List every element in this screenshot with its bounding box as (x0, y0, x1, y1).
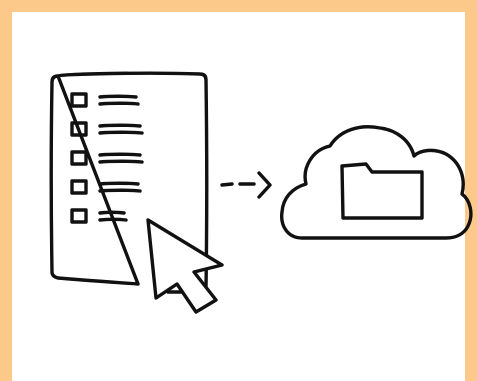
checkbox-icon (72, 210, 86, 222)
checkbox-icon (72, 181, 86, 193)
mouse-cursor-icon (148, 220, 222, 312)
folder-icon (342, 164, 422, 218)
list-text-line (100, 96, 138, 104)
list-text-line (100, 183, 140, 191)
cloud-icon (282, 127, 471, 238)
list-text-line (100, 154, 142, 162)
checkbox-icon (72, 94, 86, 106)
list-text-line (100, 125, 142, 133)
arrow-right-icon (222, 173, 270, 197)
checkbox-icon (72, 152, 86, 164)
